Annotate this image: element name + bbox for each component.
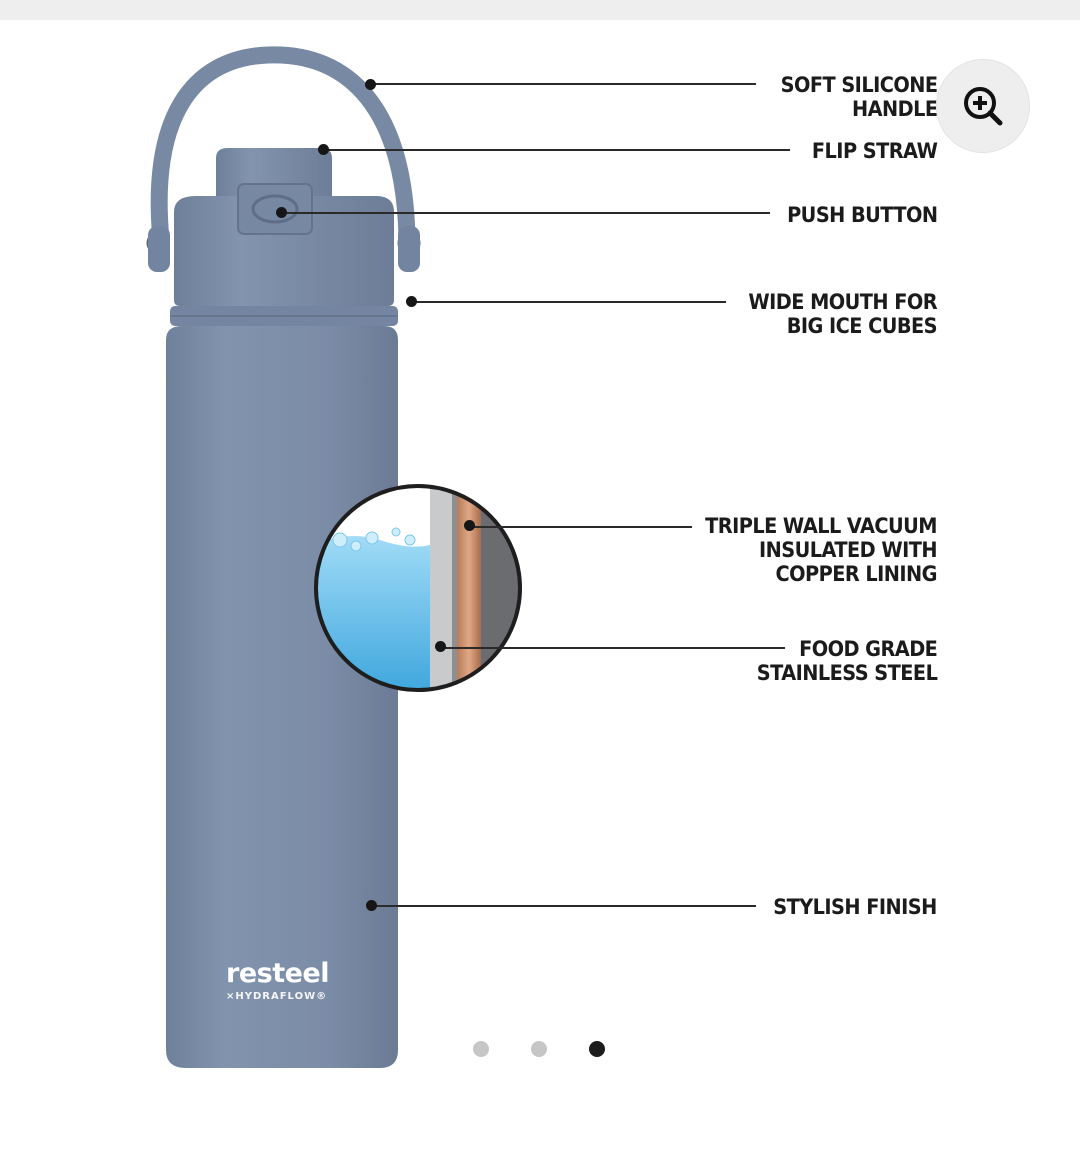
callout-stylish-finish: STYLISH FINISH <box>773 895 937 919</box>
leader-line-handle <box>371 83 756 85</box>
leader-dot-straw <box>318 144 329 155</box>
leader-dot-steel <box>435 641 446 652</box>
leader-dot-wall <box>464 520 475 531</box>
carousel-pagination <box>473 1041 605 1057</box>
pagination-dot-3[interactable] <box>589 1041 605 1057</box>
leader-line-mouth <box>412 301 726 303</box>
callout-food-grade-steel: FOOD GRADE STAINLESS STEEL <box>756 637 937 685</box>
zoom-in-icon <box>964 87 1003 126</box>
leader-dot-mouth <box>406 296 417 307</box>
leader-line-straw <box>324 149 790 151</box>
callout-wide-mouth: WIDE MOUTH FOR BIG ICE CUBES <box>748 290 937 338</box>
top-strip <box>0 0 1080 20</box>
callout-soft-silicone-handle: SOFT SILICONE HANDLE <box>780 73 937 121</box>
leader-line-button <box>282 212 770 214</box>
pagination-dot-2[interactable] <box>531 1041 547 1057</box>
callout-flip-straw: FLIP STRAW <box>811 139 938 163</box>
leader-line-steel <box>441 647 785 649</box>
leader-dot-finish <box>366 900 377 911</box>
callout-push-button: PUSH BUTTON <box>786 203 938 227</box>
leader-dot-button <box>276 207 287 218</box>
brand-subline: ×HYDRAFLOW® <box>226 991 328 1002</box>
pagination-dot-1[interactable] <box>473 1041 489 1057</box>
zoom-button[interactable] <box>936 59 1030 153</box>
brand-name: resteel <box>226 958 329 989</box>
leader-dot-handle <box>365 79 376 90</box>
product-gallery <box>0 20 1080 1159</box>
leader-line-wall <box>470 526 692 528</box>
callout-triple-wall-vacuum: TRIPLE WALL VACUUM INSULATED WITH COPPER… <box>705 514 937 586</box>
leader-line-finish <box>372 905 756 907</box>
brand-logo: resteel ×HYDRAFLOW® <box>226 958 329 1004</box>
